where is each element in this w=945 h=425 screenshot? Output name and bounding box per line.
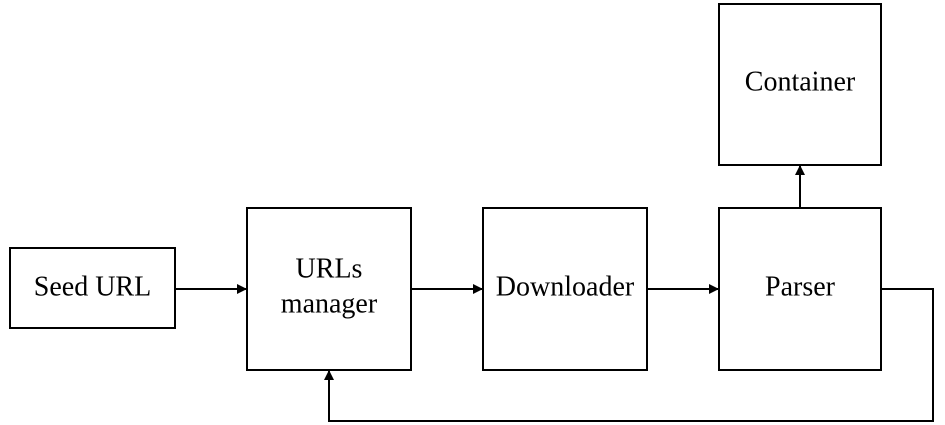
container-node: Container [718, 3, 882, 166]
urls-manager-label-line2: manager [281, 288, 378, 319]
container-label: Container [745, 66, 856, 97]
parser-node: Parser [718, 207, 882, 371]
parser-label: Parser [765, 271, 836, 302]
urls-manager-node: URLs manager [246, 207, 412, 371]
parser-box [718, 207, 882, 371]
edge-parser-feedback-to-urls-manager [324, 288, 934, 422]
urls-manager-label-line1: URLs [296, 253, 363, 284]
seed-url-box [9, 247, 176, 329]
seed-url-label: Seed URL [34, 271, 151, 302]
seed-url-node: Seed URL [9, 247, 176, 329]
container-box [718, 3, 882, 166]
downloader-node: Downloader [482, 207, 648, 371]
urls-manager-box [246, 207, 412, 371]
downloader-label: Downloader [496, 271, 635, 302]
downloader-box [482, 207, 648, 371]
